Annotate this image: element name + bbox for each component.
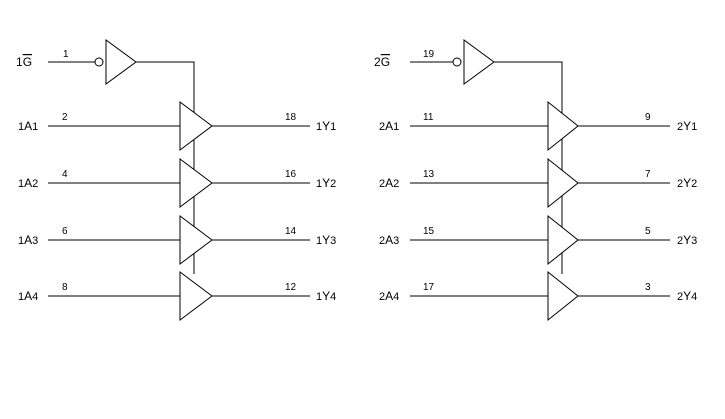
input-pin-number: 4: [62, 169, 68, 180]
output-label: 1Y4: [316, 289, 336, 303]
output-label: 2Y2: [677, 176, 697, 190]
output-pin-number: 14: [285, 226, 297, 237]
buffer-group-1: 1G 1 1A1 2 18 1Y1 1A2 4 16 1Y2 1A3 6 14 1Y3 1A4 8 12 1Y4: [16, 39, 336, 321]
buffer-group-2: 2G 19 2A1 11 9 2Y1 2A2 13 7 2Y2 2A3 15 5 2Y3 2A4 17 3 2Y4: [374, 39, 697, 322]
input-pin-number: 8: [62, 282, 68, 293]
output-label: 2Y3: [677, 233, 697, 247]
buffer-triangle: [547, 214, 579, 266]
input-pin-number: 15: [423, 226, 435, 237]
buffer-channel-1-1: 1A1 2 18 1Y1: [18, 101, 336, 151]
buffer-triangle: [179, 101, 213, 151]
inversion-bubble: [452, 57, 462, 67]
enable-inverter-2: 2G 19: [374, 39, 563, 274]
input-label: 2A1: [379, 119, 399, 133]
input-label: 1A4: [18, 289, 38, 303]
inversion-bubble: [94, 57, 104, 67]
input-pin-number: 17: [423, 282, 435, 293]
enable-rail: [136, 61, 195, 274]
output-pin-number: 18: [285, 112, 297, 123]
input-label: 2A3: [379, 233, 399, 247]
output-pin-number: 12: [285, 282, 297, 293]
output-pin-number: 9: [645, 112, 651, 123]
enable-rail: [494, 61, 563, 274]
enable-pin-number: 19: [423, 49, 435, 60]
buffer-triangle: [179, 158, 213, 208]
buffer-channel-1-4: 1A4 8 12 1Y4: [18, 271, 336, 321]
enable-inverter-1: 1G 1: [16, 39, 195, 274]
enable-label: 1G: [16, 55, 32, 69]
input-label: 2A2: [379, 176, 399, 190]
enable-label: 2G: [374, 55, 390, 69]
output-pin-number: 3: [645, 282, 651, 293]
input-label: 1A2: [18, 176, 38, 190]
output-label: 1Y2: [316, 176, 336, 190]
buffer-channel-2-4: 2A4 17 3 2Y4: [379, 270, 697, 322]
enable-pin-number: 1: [63, 49, 69, 60]
buffer-channel-2-2: 2A2 13 7 2Y2: [379, 157, 697, 209]
input-label: 1A3: [18, 233, 38, 247]
buffer-triangle: [547, 100, 579, 152]
inverter-triangle: [463, 39, 495, 85]
buffer-channel-1-2: 1A2 4 16 1Y2: [18, 158, 336, 208]
buffer-triangle: [179, 215, 213, 265]
inverter-triangle: [105, 39, 137, 85]
input-pin-number: 2: [62, 112, 68, 123]
input-label: 2A4: [379, 289, 399, 303]
output-pin-number: 5: [645, 226, 651, 237]
input-pin-number: 6: [62, 226, 68, 237]
input-label: 1A1: [18, 119, 38, 133]
buffer-triangle: [179, 271, 213, 321]
output-pin-number: 7: [645, 169, 651, 180]
buffer-triangle: [547, 270, 579, 322]
input-pin-number: 13: [423, 169, 435, 180]
output-label: 2Y1: [677, 119, 697, 133]
buffer-channel-2-1: 2A1 11 9 2Y1: [379, 100, 697, 152]
buffer-triangle: [547, 157, 579, 209]
input-pin-number: 11: [423, 112, 434, 123]
buffer-channel-1-3: 1A3 6 14 1Y3: [18, 215, 336, 265]
output-pin-number: 16: [285, 169, 297, 180]
output-label: 1Y3: [316, 233, 336, 247]
buffer-channel-2-3: 2A3 15 5 2Y3: [379, 214, 697, 266]
output-label: 2Y4: [677, 289, 697, 303]
output-label: 1Y1: [316, 119, 336, 133]
